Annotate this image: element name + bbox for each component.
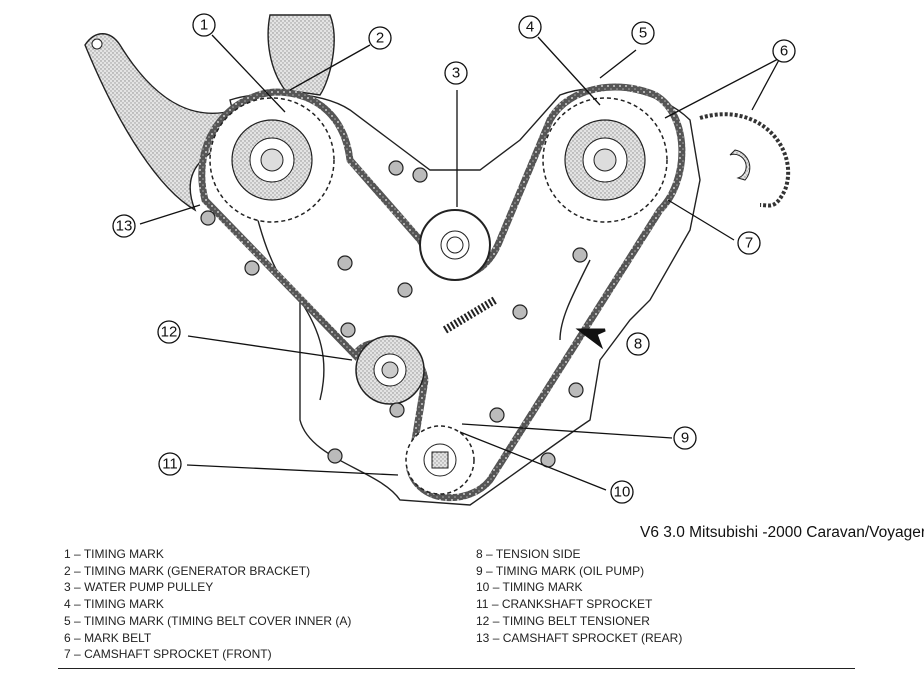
callout-2: 2 [368,26,392,50]
legend-sep: – [492,630,500,645]
legend-sep: – [486,547,493,561]
legend-sep: – [74,547,81,561]
legend-num: 3 [64,580,71,595]
legend-right: 8 – TENSION SIDE 9 – TIMING MARK (OIL PU… [476,546,682,646]
callout-8: 8 [626,332,650,356]
legend-label: TIMING MARK [502,580,583,595]
svg-text:9: 9 [681,430,689,447]
legend-sep: – [74,613,81,628]
callout-9: 9 [673,426,697,450]
camshaft-sprocket-rear [209,97,335,223]
svg-text:4: 4 [526,19,534,36]
legend-item: 6 – MARK BELT [64,630,351,647]
legend-sep: – [74,597,81,612]
legend-label: CRANKSHAFT SPROCKET [501,597,653,612]
mark-belt-detail [699,112,791,208]
callout-1: 1 [192,13,216,37]
callout-4: 4 [518,15,542,39]
callout-11: 11 [158,452,182,476]
svg-text:1: 1 [200,17,208,34]
legend-label: TIMING MARK [83,547,164,561]
legend-item: 3 – WATER PUMP PULLEY [64,579,351,596]
legend-left: 1 – TIMING MARK 2 – TIMING MARK (GENERAT… [64,546,351,663]
diagram-caption: V6 3.0 Mitsubishi -2000 Caravan/Voyager [640,524,924,541]
legend-item: 2 – TIMING MARK (GENERATOR BRACKET) [64,563,351,580]
legend-item: 5 – TIMING MARK (TIMING BELT COVER INNER… [64,613,351,630]
legend-sep: – [492,580,500,595]
svg-text:8: 8 [634,336,642,353]
legend-label: WATER PUMP PULLEY [84,580,214,595]
legend-num: 11 [476,597,489,612]
legend-label: CAMSHAFT SPROCKET (REAR) [502,630,683,645]
legend-item: 9 – TIMING MARK (OIL PUMP) [476,563,682,580]
legend-num: 9 [476,563,483,578]
legend-sep: – [486,563,493,578]
legend-label: TIMING MARK (TIMING BELT COVER INNER (A) [83,613,352,628]
svg-text:6: 6 [780,43,788,60]
legend-num: 8 [476,547,483,561]
svg-text:13: 13 [116,218,133,235]
legend-label: CAMSHAFT SPROCKET (FRONT) [84,647,272,662]
tension-side-arrow [575,328,606,350]
svg-text:5: 5 [639,25,647,42]
crankshaft-sprocket [405,425,475,495]
timing-belt-tensioner [355,296,498,405]
legend-sep: – [492,613,500,628]
legend-num: 2 [64,563,71,578]
legend-num: 13 [476,630,490,645]
legend-num: 6 [64,630,71,645]
svg-text:3: 3 [452,65,460,82]
water-pump-pulley [419,209,491,281]
legend-item: 11 – CRANKSHAFT SPROCKET [476,596,682,613]
svg-text:7: 7 [745,235,753,252]
legend-sep: – [491,597,499,612]
legend-label: TIMING MARK (OIL PUMP) [495,563,645,578]
camshaft-sprocket-front [542,97,668,223]
legend-num: 1 [64,547,71,561]
callout-6: 6 [772,39,796,63]
bolts [200,160,588,468]
leader-lines [139,34,781,491]
legend-num: 7 [64,647,71,662]
legend-num: 12 [476,613,490,628]
legend-sep: – [74,630,81,645]
callout-10: 10 [610,480,634,504]
legend-item: 4 – TIMING MARK [64,596,351,613]
legend-item: 10 – TIMING MARK [476,579,682,596]
legend-label: TIMING MARK (GENERATOR BRACKET) [83,563,311,578]
legend-num: 10 [476,580,490,595]
callout-3: 3 [444,61,468,85]
legend-num: 5 [64,613,71,628]
callout-7: 7 [737,231,761,255]
legend-sep: – [74,580,81,595]
legend-item: 7 – CAMSHAFT SPROCKET (FRONT) [64,646,351,663]
legend-item: 1 – TIMING MARK [64,546,351,563]
legend-sep: – [74,563,81,578]
svg-text:12: 12 [161,324,178,341]
svg-text:11: 11 [162,456,178,473]
legend-item: 13 – CAMSHAFT SPROCKET (REAR) [476,630,682,647]
legend-item: 8 – TENSION SIDE [476,546,682,563]
bottom-divider [58,668,855,669]
legend-label: TIMING MARK [83,597,164,612]
callout-13: 13 [112,214,136,238]
legend-label: MARK BELT [84,630,152,645]
callout-5: 5 [631,21,655,45]
legend-label: TENSION SIDE [495,547,581,561]
legend-item: 12 – TIMING BELT TENSIONER [476,613,682,630]
legend-sep: – [74,647,81,662]
legend-label: TIMING BELT TENSIONER [502,613,650,628]
callout-12: 12 [157,320,181,344]
svg-text:10: 10 [614,484,631,501]
timing-belt-diagram: 1 2 3 4 5 6 7 8 9 10 11 12 13 [84,13,796,506]
svg-text:2: 2 [376,30,384,47]
legend-num: 4 [64,597,71,612]
